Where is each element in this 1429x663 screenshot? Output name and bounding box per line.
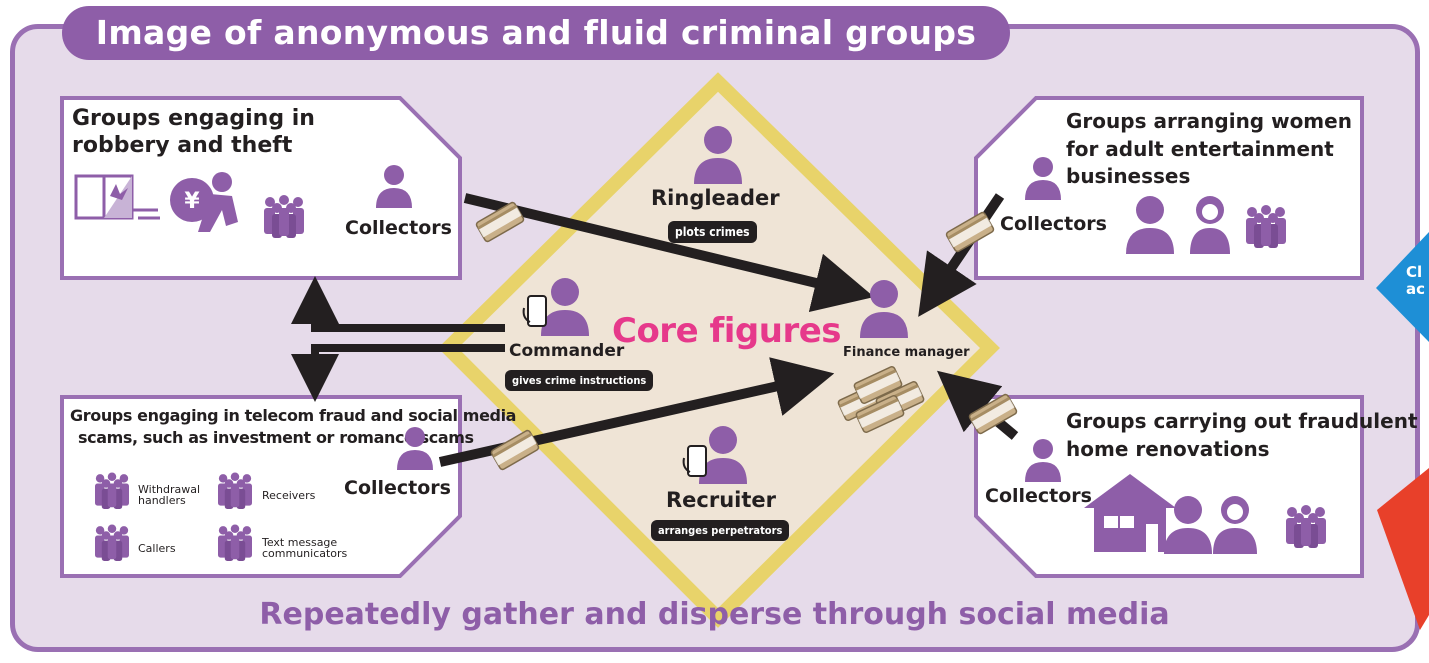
renovation-group-box (974, 395, 1364, 578)
edge-text-line1: Cl (1406, 263, 1423, 281)
person-icon (1126, 196, 1174, 254)
ringleader-desc: plots crimes (668, 221, 757, 243)
smartphone-icon (682, 445, 707, 477)
edge-text-line2: ac (1406, 279, 1426, 298)
arrow-commander-to-telecom (291, 344, 505, 402)
ringleader-name: Ringleader (651, 186, 780, 210)
house-icon (1084, 474, 1176, 552)
commander-icon (541, 278, 589, 336)
text-communicators-label: Text message communicators (262, 537, 347, 559)
arrow-commander-to-robbery (291, 276, 505, 332)
callers-label: Callers (138, 542, 176, 555)
collector-icon (397, 427, 433, 470)
adult-title-line2: for adult entertainment (1066, 136, 1334, 161)
robbery-group-box (60, 96, 462, 280)
withdrawal-handlers-icon (95, 472, 129, 509)
core-diamond (438, 72, 1000, 628)
window-break-icon (74, 174, 134, 220)
renovation-collectors-label: Collectors (985, 485, 1092, 507)
telecom-title: Groups engaging in telecom fraud and soc… (70, 405, 516, 448)
withdrawal-label-line2: handlers (138, 494, 186, 507)
person-smiling-icon (1213, 496, 1257, 554)
receivers-label: Receivers (262, 489, 316, 502)
adult-title-line1: Groups arranging women (1066, 109, 1352, 133)
page-title: Image of anonymous and fluid criminal gr… (62, 6, 1010, 60)
group-members-icon (1286, 505, 1326, 548)
adult-title: Groups arranging women for adult enterta… (1066, 108, 1352, 191)
recruiter-desc: arranges perpetrators (651, 520, 790, 541)
core-figures-label: Core figures (612, 311, 842, 351)
finance-manager-icon (860, 280, 908, 338)
text-communicators-icon (218, 524, 252, 561)
finance-manager-name: Finance manager (843, 345, 970, 360)
smartphone-icon (522, 295, 547, 327)
callers-icon (95, 524, 129, 561)
renovation-title-line2: home renovations (1066, 436, 1270, 461)
collector-icon (1025, 439, 1061, 482)
withdrawal-label-line1: Withdrawal (138, 483, 201, 496)
renovation-title: Groups carrying out fraudulent home reno… (1066, 408, 1418, 463)
robbery-title-line1: Groups engaging in (72, 106, 315, 131)
adult-collectors-label: Collectors (1000, 213, 1107, 235)
text-communicators-line1: Text message (262, 536, 338, 549)
telecom-group-box (60, 395, 462, 578)
thief-running-icon: ¥ (132, 172, 238, 232)
ringleader-icon (694, 126, 742, 184)
receivers-icon (218, 472, 252, 509)
recruiter-name: Recruiter (666, 488, 777, 512)
text-communicators-line2: communicators (262, 547, 348, 560)
arrow-robbery-to-finance (463, 193, 875, 313)
woman-icon (1190, 196, 1230, 254)
telecom-title-line2: scams, such as investment or romance sca… (78, 427, 474, 447)
adult-title-line3: businesses (1066, 164, 1191, 189)
blue-side-tab (1376, 232, 1429, 342)
renovation-title-line1: Groups carrying out fraudulent (1066, 409, 1418, 433)
robbery-collectors-label: Collectors (345, 217, 452, 239)
group-members-icon (264, 195, 304, 238)
collector-icon (1025, 157, 1061, 200)
robbery-title-line2: robbery and theft (72, 132, 293, 158)
group-members-icon (1246, 205, 1286, 248)
telecom-title-line1: Groups engaging in telecom fraud and soc… (70, 406, 517, 425)
edge-text: Cl ac (1406, 264, 1425, 297)
robbery-title: Groups engaging in robbery and theft (72, 106, 315, 160)
svg-text:¥: ¥ (184, 189, 200, 214)
telecom-collectors-label: Collectors (344, 477, 451, 499)
red-side-tab (1377, 468, 1429, 630)
bottom-caption: Repeatedly gather and disperse through s… (259, 597, 1170, 632)
commander-name: Commander (509, 341, 625, 361)
commander-desc: gives crime instructions (505, 370, 654, 391)
withdrawal-handlers-label: Withdrawal handlers (138, 484, 200, 506)
collector-icon (376, 165, 412, 208)
cash-icon (489, 428, 541, 472)
